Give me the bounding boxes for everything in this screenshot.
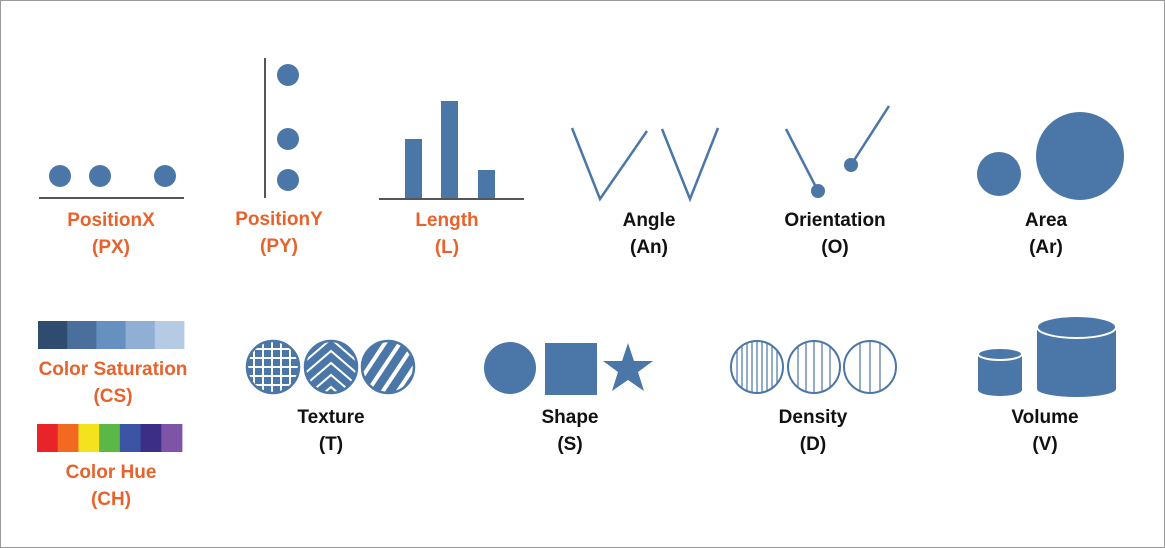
sparse-lines-circle — [843, 340, 897, 394]
bar — [441, 101, 458, 198]
dot — [49, 165, 71, 187]
color-swatch — [57, 424, 79, 452]
angle-wide — [570, 127, 649, 202]
small-area-circle — [977, 152, 1021, 196]
color-swatch — [99, 424, 121, 452]
color-swatch — [154, 321, 185, 349]
channel-name: Volume — [1011, 407, 1079, 428]
dot — [89, 165, 111, 187]
channel-name: Color Hue — [65, 462, 157, 483]
small-cylinder — [977, 347, 1023, 396]
channel-code: (L) — [434, 237, 460, 258]
color-saturation-label: Color Saturation (CS) — [3, 356, 223, 410]
dot — [277, 128, 299, 150]
channel-name: Shape — [541, 407, 599, 428]
density-glyph — [730, 340, 897, 394]
square-shape — [545, 343, 597, 395]
channel-name: Area — [1024, 210, 1068, 231]
orientation-label: Orientation (O) — [725, 207, 945, 261]
angle-narrow — [660, 127, 720, 203]
chevron-texture-circle — [303, 339, 359, 395]
color-swatch — [161, 424, 183, 452]
large-cylinder — [1036, 315, 1117, 397]
color-hue-label: Color Hue (CH) — [1, 459, 221, 513]
area-label: Area (Ar) — [936, 207, 1156, 261]
position-y-glyph — [264, 58, 299, 198]
dot — [277, 64, 299, 86]
length-label: Length (L) — [337, 207, 557, 261]
color-swatch — [125, 321, 156, 349]
orientation-glyph — [784, 105, 891, 198]
color-swatch — [140, 424, 162, 452]
channel-code: (T) — [318, 434, 344, 455]
channel-name: Texture — [297, 407, 365, 428]
density-label: Density (D) — [703, 404, 923, 458]
channel-name: PositionX — [67, 210, 155, 231]
hue-strip — [37, 424, 183, 452]
bar — [478, 170, 495, 198]
dot — [154, 165, 176, 187]
channel-name: Length — [415, 210, 479, 231]
channel-code: (O) — [821, 237, 849, 258]
diagonal-texture-circle — [360, 339, 416, 395]
length-glyph — [379, 101, 524, 200]
channel-code: (S) — [557, 434, 583, 455]
channel-name: Density — [778, 407, 848, 428]
volume-glyph — [977, 315, 1117, 397]
angle-glyph — [570, 127, 720, 203]
needle-pivot — [844, 158, 858, 172]
grid-texture-circle — [245, 339, 301, 395]
position-x-label: PositionX (PX) — [1, 207, 221, 261]
color-swatch — [119, 424, 141, 452]
color-swatch — [96, 321, 126, 349]
channel-name: Orientation — [784, 210, 886, 231]
dot — [277, 169, 299, 191]
channel-code: (CH) — [90, 489, 132, 510]
color-swatch — [78, 424, 100, 452]
position-x-glyph — [39, 165, 184, 199]
area-glyph — [977, 112, 1124, 200]
texture-glyph — [245, 339, 416, 395]
channel-code: (D) — [799, 434, 827, 455]
channel-code: (Ar) — [1029, 237, 1063, 258]
volume-label: Volume (V) — [935, 404, 1155, 458]
color-swatch — [37, 424, 59, 452]
large-area-circle — [1036, 112, 1124, 200]
channel-code: (An) — [630, 237, 668, 258]
shape-label: Shape (S) — [460, 404, 680, 458]
channel-code: (PY) — [260, 236, 298, 257]
channel-name: Angle — [622, 210, 676, 231]
dense-lines-circle — [730, 340, 784, 394]
needle — [784, 128, 820, 192]
circle-shape — [484, 342, 536, 394]
channel-code: (PX) — [92, 237, 130, 258]
angle-label: Angle (An) — [539, 207, 759, 261]
color-swatch — [67, 321, 97, 349]
texture-label: Texture (T) — [221, 404, 441, 458]
channel-name: Color Saturation — [38, 359, 188, 380]
medium-lines-circle — [787, 340, 841, 394]
color-swatch — [38, 321, 68, 349]
bar — [405, 139, 422, 198]
needle — [849, 105, 891, 166]
saturation-strip — [38, 321, 185, 349]
shape-glyph — [484, 342, 653, 395]
position-y-label: PositionY (PY) — [169, 206, 389, 260]
channel-code: (V) — [1032, 434, 1058, 455]
star-shape — [603, 343, 653, 391]
needle-pivot — [811, 184, 825, 198]
channel-name: PositionY — [235, 209, 323, 230]
channel-code: (CS) — [93, 386, 133, 407]
